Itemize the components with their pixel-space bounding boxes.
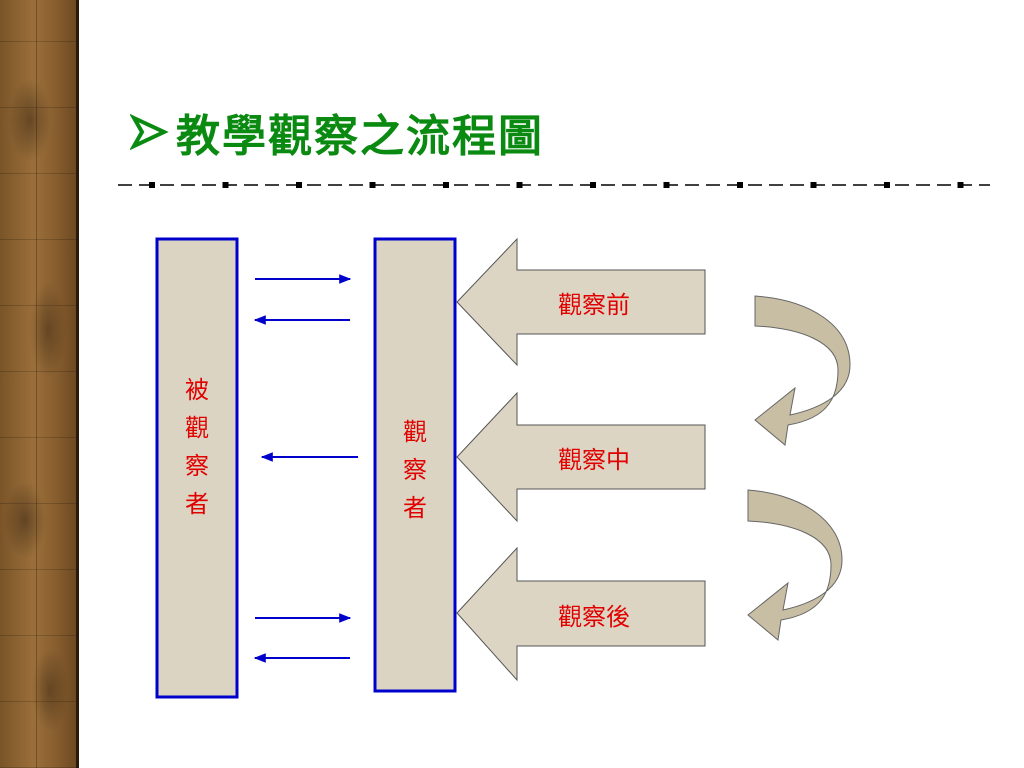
divider-dot (296, 182, 302, 188)
observer-char: 察 (403, 456, 427, 484)
divider-dot (884, 182, 890, 188)
divider-dot (222, 182, 229, 188)
observee-label: 被 觀 察 者 (185, 376, 209, 518)
observer-char: 觀 (403, 418, 427, 446)
divider-dot (663, 182, 670, 188)
divider-dot (957, 182, 964, 188)
divider-dot (369, 182, 376, 188)
curved-arrow-2 (747, 489, 843, 641)
observer-char: 者 (403, 494, 427, 522)
observer-box (373, 237, 457, 693)
divider-dot (443, 182, 449, 188)
divider-dot (810, 182, 817, 188)
wood-texture-strip (0, 0, 76, 768)
divider-dot (149, 182, 155, 188)
divider-dot (737, 182, 743, 188)
page-title: 教學觀察之流程圖 (130, 100, 544, 164)
title-divider (118, 182, 990, 188)
phase-arrow-before: 觀察前 (456, 237, 706, 367)
observee-char: 被 (185, 376, 209, 404)
observee-box (155, 237, 239, 699)
phase-arrow-after: 觀察後 (456, 546, 706, 682)
strip-border (76, 0, 79, 768)
phase-label-during: 觀察中 (558, 446, 630, 474)
phase-label-before: 觀察前 (558, 291, 630, 319)
observee-char: 者 (185, 490, 209, 518)
phase-arrow-during: 觀察中 (456, 391, 706, 523)
arrow-bullet-icon (130, 113, 169, 151)
divider-dot (590, 182, 596, 188)
phase-label-after: 觀察後 (558, 603, 630, 631)
observer-label: 觀 察 者 (403, 418, 427, 522)
divider-dot (516, 182, 523, 188)
observee-char: 觀 (185, 414, 209, 442)
observee-char: 察 (185, 452, 209, 480)
title-text: 教學觀察之流程圖 (176, 111, 544, 162)
curved-arrow-1 (754, 295, 851, 446)
